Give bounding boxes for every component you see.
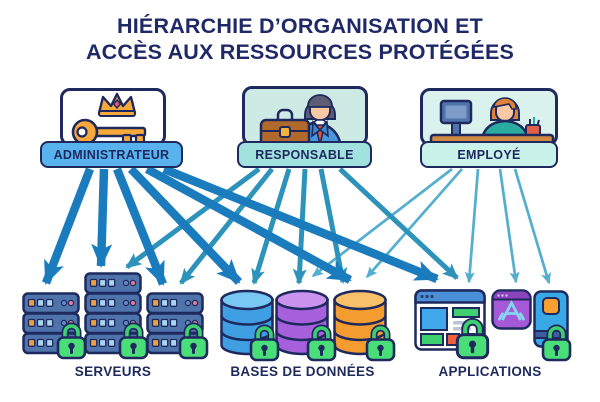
server-shelf <box>84 292 142 315</box>
servers-group-label: SERVEURS <box>22 364 204 379</box>
access-arrow-admin-database-1 <box>127 166 243 285</box>
applications-label-text: APPLICATIONS <box>438 364 542 379</box>
padlock-icon <box>541 322 572 367</box>
padlock-icon <box>455 315 490 365</box>
employee-person-icon <box>481 97 529 137</box>
title-line-1: HIÉRARCHIE D’ORGANISATION ET <box>117 14 483 38</box>
title-line-2: ACCÈS AUX RESSOURCES PROTÉGÉES <box>85 40 515 65</box>
servers-label-text: SERVEURS <box>74 364 152 379</box>
access-arrow-emp-database-2 <box>311 167 453 278</box>
server-shelf <box>84 272 142 295</box>
employee-label: EMPLOYÉ <box>420 141 558 168</box>
access-arrow-resp-database-3 <box>318 168 348 284</box>
padlock-icon <box>118 320 149 365</box>
padlock-icon <box>178 320 209 365</box>
crown-icon <box>97 92 137 117</box>
access-arrow-admin-server-3 <box>113 167 167 286</box>
access-arrow-resp-server-3 <box>179 167 274 285</box>
access-arrow-resp-database-2 <box>292 168 308 285</box>
access-arrow-admin-server-1 <box>42 167 94 285</box>
server-shelf <box>146 292 204 315</box>
padlock-icon <box>249 322 280 367</box>
padlock-icon <box>56 320 87 365</box>
briefcase-icon <box>259 108 311 148</box>
access-arrow-admin-server-2 <box>91 168 113 268</box>
employee-label-text: EMPLOYÉ <box>457 147 521 162</box>
access-arrow-emp-web-app <box>464 168 480 284</box>
padlock-icon <box>306 322 337 367</box>
manager-label: RESPONSABLE <box>237 141 372 168</box>
server-shelf <box>22 292 80 315</box>
access-arrow-admin-database-3 <box>144 165 353 284</box>
app-store-icon <box>491 289 532 335</box>
applications-group-label: APPLICATIONS <box>410 364 570 379</box>
access-arrow-emp-mobile-app <box>513 168 551 285</box>
padlock-icon <box>365 322 396 367</box>
page-title: HIÉRARCHIE D’ORGANISATION ET ACCÈS AUX R… <box>0 13 600 65</box>
manager-briefcase-icon <box>259 94 343 149</box>
manager-card <box>242 86 368 149</box>
administrator-label: ADMINISTRATEUR <box>40 141 183 168</box>
access-arrow-resp-database-1 <box>251 168 292 285</box>
monitor-icon <box>439 99 473 137</box>
administrator-label-text: ADMINISTRATEUR <box>53 147 170 162</box>
access-arrow-emp-database-3 <box>365 168 464 279</box>
access-arrow-emp-app-store <box>498 168 520 284</box>
pencil-cup-icon <box>525 117 541 137</box>
databases-label-text: BASES DE DONNÉES <box>230 364 375 379</box>
access-arrow-resp-web-app <box>338 167 459 280</box>
administrator-card <box>60 88 166 146</box>
access-arrow-resp-server-2 <box>125 166 261 270</box>
databases-group-label: BASES DE DONNÉES <box>215 364 390 379</box>
access-arrow-admin-web-app <box>162 165 439 283</box>
employee-card <box>420 88 558 149</box>
manager-label-text: RESPONSABLE <box>255 147 354 162</box>
